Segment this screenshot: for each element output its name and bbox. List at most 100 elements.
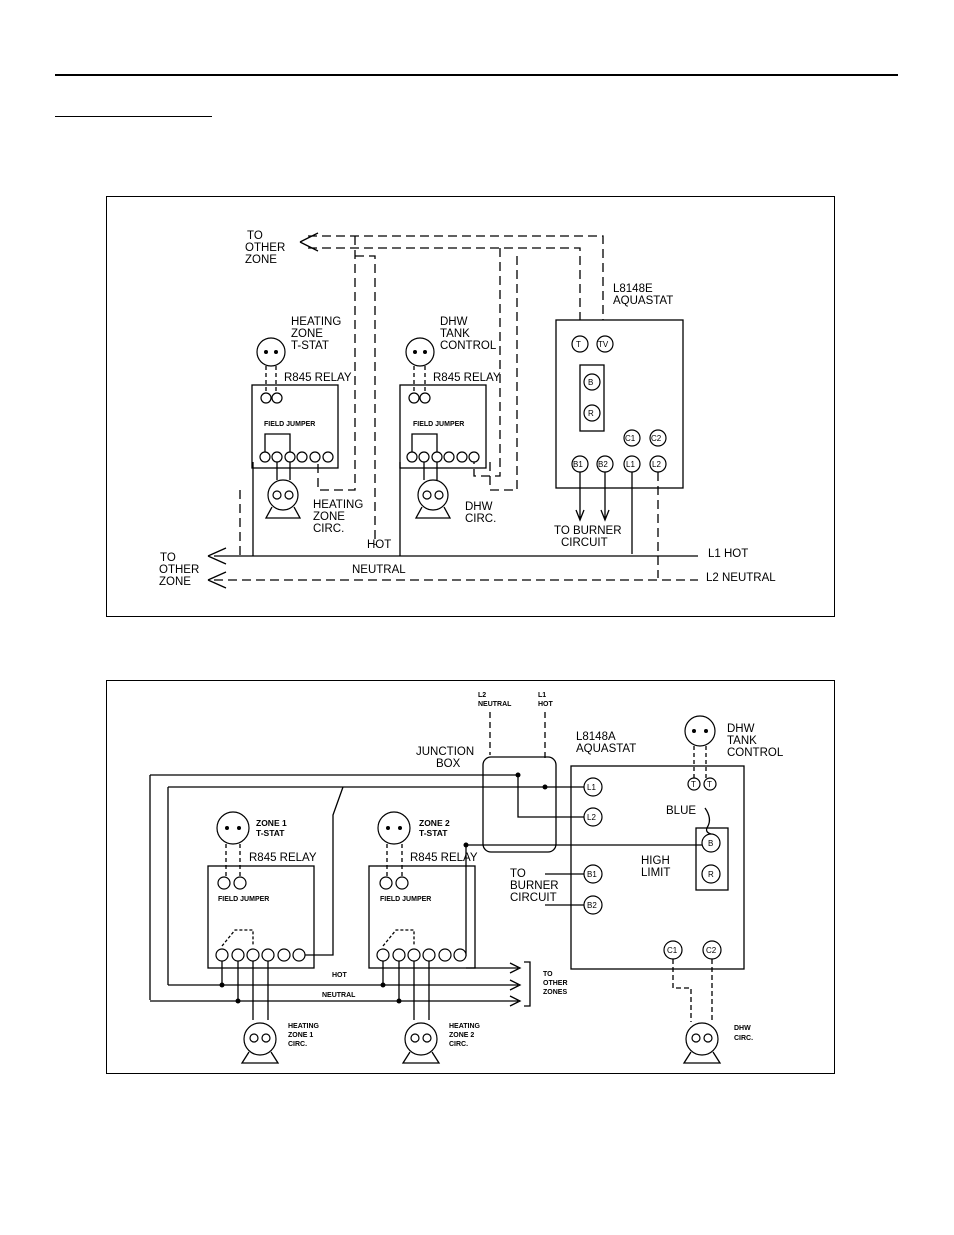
- dhw-circ-wires: [399, 462, 438, 556]
- svg-text:L2: L2: [652, 460, 661, 469]
- to-burner-top-1: TO BURNER: [554, 525, 622, 537]
- aquastat-top-box: [555, 319, 684, 489]
- jumper-bottom-1: [221, 929, 254, 947]
- junction-box-1: JUNCTION: [416, 746, 474, 758]
- heating-zone1-circ-icon: [243, 1022, 277, 1056]
- l2-neutral-label: L2 NEUTRAL: [706, 572, 776, 584]
- field-jumper-top-1: FIELD JUMPER: [264, 421, 315, 428]
- heating-circ-1: HEATING: [313, 499, 363, 511]
- field-jumper-bottom-1: FIELD JUMPER: [218, 896, 269, 903]
- relay-bus-taps: [221, 961, 400, 1001]
- zone1-tstat-1: ZONE 1: [256, 818, 287, 828]
- wire-loop-b: [317, 236, 356, 491]
- heating-circ-wires: [252, 462, 291, 556]
- terminal-b: [583, 373, 601, 391]
- to-burner-top-2: CIRCUIT: [561, 537, 608, 549]
- svg-text:B2: B2: [587, 901, 597, 910]
- tstat-wires: [265, 366, 277, 392]
- dhw-circ-wires-bottom: [672, 959, 713, 1022]
- l1-hot-bottom-2: HOT: [538, 701, 554, 708]
- dhw-circ-pump-icon: [417, 479, 449, 511]
- arrow-top-zone: [299, 232, 319, 252]
- tstat-dot: [274, 350, 278, 354]
- to-burner-bottom-3: CIRCUIT: [510, 892, 557, 904]
- left-risers: [149, 775, 169, 1000]
- dhw-tank-control-bottom-1: DHW: [727, 723, 755, 735]
- terminal-r: [701, 864, 721, 884]
- jumper-bottom-2: [382, 929, 415, 947]
- aquastat-bottom-name: AQUASTAT: [576, 743, 636, 755]
- section-underline: [55, 116, 212, 117]
- svg-text:T: T: [691, 780, 696, 789]
- heating-zone2-circ-1: HEATING: [449, 1023, 481, 1030]
- aquastat-top-model: L8148E: [613, 283, 653, 295]
- svg-text:L1: L1: [626, 460, 635, 469]
- field-jumper-top-2: FIELD JUMPER: [413, 421, 464, 428]
- l2-neutral-bottom-2: NEUTRAL: [478, 701, 512, 708]
- wire-loop-c: [473, 248, 501, 477]
- heating-zone2-circ-2: ZONE 2: [449, 1032, 474, 1039]
- relay-top-1: [251, 384, 339, 469]
- relay-top-1-label: R845 RELAY: [284, 372, 352, 384]
- neutral-main: [150, 774, 584, 818]
- dhw-circ-bottom-2: CIRC.: [734, 1035, 753, 1042]
- relay-bottom-2-terminals: [376, 948, 467, 962]
- terminal-t: [703, 777, 717, 791]
- zones-bracket: [524, 961, 531, 1007]
- hot-label-top: HOT: [367, 539, 391, 551]
- svg-text:B1: B1: [587, 870, 597, 879]
- dhw-tstat-wires: [413, 366, 426, 392]
- heating-zone1-circ-2: ZONE 1: [288, 1032, 313, 1039]
- zone1-tstat-icon: [216, 811, 250, 845]
- burner-arrows: [575, 472, 610, 522]
- neutral-label-bottom: NEUTRAL: [322, 992, 356, 999]
- heating-tstat-3: T-STAT: [291, 340, 329, 352]
- aquastat-top-name: AQUASTAT: [613, 295, 673, 307]
- junction-box-2: BOX: [436, 758, 461, 770]
- heating-circ-2: ZONE: [313, 511, 345, 523]
- relay-top-1-terminals: [259, 451, 334, 463]
- dhw-tank-control-icon: [405, 337, 435, 367]
- svg-text:B: B: [588, 378, 593, 387]
- dhw-tank-control-bottom-3: CONTROL: [727, 747, 784, 759]
- heating-zone1-circ-3: CIRC.: [288, 1041, 307, 1048]
- dhw-tank-control-1: DHW: [440, 316, 468, 328]
- to-other-zone-top-3: ZONE: [245, 254, 277, 266]
- svg-text:C2: C2: [706, 946, 717, 955]
- aquastat-bottom-terminals: L1 L2 B1 B2 B R C1 C2: [583, 777, 729, 960]
- dhw-circ-2: CIRC.: [465, 513, 496, 525]
- to-burner-bottom-2: BURNER: [510, 880, 559, 892]
- l2-neutral-bottom-1: L2: [478, 692, 486, 699]
- terminal-r: [583, 404, 601, 422]
- terminal-t: [687, 777, 701, 791]
- to-other-zones-2: OTHER: [543, 980, 568, 987]
- dhw-tank-control-2: TANK: [440, 328, 470, 340]
- to-burner-bottom-1: TO: [510, 868, 526, 880]
- jumper-top-1: [264, 433, 291, 457]
- header-rule: [55, 74, 898, 76]
- svg-text:T: T: [576, 340, 581, 349]
- bus-bottom: [150, 984, 518, 1002]
- svg-text:B1: B1: [573, 460, 583, 469]
- to-other-zone-top-2: OTHER: [245, 242, 285, 254]
- terminal-c2: [649, 429, 667, 447]
- to-other-zone-bottom-1: TO: [160, 552, 176, 564]
- line-feed: [489, 712, 546, 760]
- relay-bottom-2-label: R845 RELAY: [410, 852, 478, 864]
- pump-base: [264, 506, 302, 519]
- dhw-tank-control-bottom-icon: [684, 715, 716, 747]
- relay1-6-wire: [305, 786, 344, 956]
- relay-bottom-1-terminals: [215, 948, 306, 962]
- pump-base: [401, 1051, 441, 1064]
- dhw-tank-control-bottom-2: TANK: [727, 735, 757, 747]
- relay-bottom-2: [368, 865, 476, 969]
- relay-top-2-label: R845 RELAY: [433, 372, 501, 384]
- pump-base: [414, 506, 452, 519]
- heating-tstat-1: HEATING: [291, 316, 341, 328]
- svg-text:L2: L2: [587, 813, 596, 822]
- high-limit-2: LIMIT: [641, 867, 670, 879]
- dhw-circ-1: DHW: [465, 501, 493, 513]
- terminal-tv: [596, 335, 614, 353]
- svg-text:C2: C2: [651, 434, 662, 443]
